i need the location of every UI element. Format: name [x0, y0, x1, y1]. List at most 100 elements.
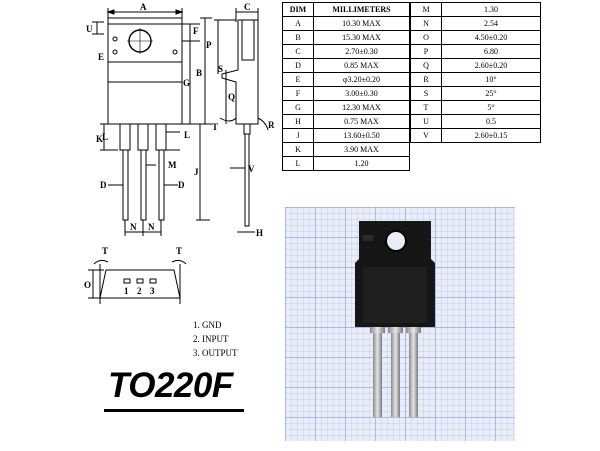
dimension-value: 3.90 MAX: [313, 142, 410, 157]
label-T-right: T: [176, 246, 182, 256]
dimension-value: 1.20: [313, 156, 410, 171]
dimension-symbol: F: [282, 86, 314, 101]
label-Q: Q: [228, 92, 235, 102]
dimension-symbol: C: [282, 44, 314, 59]
dimension-symbol: M: [410, 2, 442, 17]
dimension-symbol: U: [410, 114, 442, 129]
label-P: P: [206, 40, 212, 50]
pin-label-1: 1: [124, 286, 129, 296]
pin-3-description: 3. OUTPUT: [193, 348, 238, 358]
dimension-value: 0.75 MAX: [313, 114, 410, 129]
label-S: S: [218, 64, 223, 74]
dimension-symbol: R: [410, 72, 442, 87]
pin-label-3: 3: [150, 286, 155, 296]
label-F: F: [193, 26, 199, 36]
dimension-value: 2.54: [441, 16, 541, 31]
label-T-left: T: [102, 246, 108, 256]
pin-label-2: 2: [137, 286, 142, 296]
dimension-value: 4.50±0.20: [441, 30, 541, 45]
dimension-value: 2.60±0.15: [441, 128, 541, 143]
title-underline: [104, 409, 244, 412]
label-U: U: [86, 24, 93, 34]
label-R: R: [268, 120, 275, 130]
label-H: H: [256, 228, 263, 238]
dimension-symbol: K: [282, 142, 314, 157]
dimension-symbol: E: [282, 72, 314, 87]
dimension-value: 10.30 MAX: [313, 16, 410, 31]
label-T: T: [212, 122, 218, 132]
dimension-symbol: V: [410, 128, 442, 143]
dimension-value: 2.70±0.30: [313, 44, 410, 59]
dimension-symbol: G: [282, 100, 314, 115]
dimension-symbol: A: [282, 16, 314, 31]
label-L-left: L: [102, 132, 108, 142]
label-O: O: [84, 280, 91, 290]
dimension-symbol: B: [282, 30, 314, 45]
label-C: C: [244, 2, 251, 12]
millimeters-header: MILLIMETERS: [313, 2, 410, 17]
label-D-left: D: [100, 180, 107, 190]
label-D-right: D: [178, 180, 185, 190]
label-A: A: [140, 2, 147, 12]
front-view-drawing: A U E F G B K L L M D D J N N C P Q S T …: [86, 2, 275, 238]
dimension-value: 2.60±0.20: [441, 58, 541, 73]
dimension-symbol: O: [410, 30, 442, 45]
label-K: K: [96, 134, 103, 144]
label-L: L: [184, 130, 190, 140]
dimension-symbol: T: [410, 100, 442, 115]
label-B: B: [196, 68, 202, 78]
package-photo: [285, 207, 515, 441]
dimension-value: 12.30 MAX: [313, 100, 410, 115]
dimension-symbol: S: [410, 86, 442, 101]
dimension-value: φ3.20±0.20: [313, 72, 410, 87]
dimension-symbol: N: [410, 16, 442, 31]
dimension-value: 6.80: [441, 44, 541, 59]
label-E: E: [98, 52, 104, 62]
dimension-value: 13.60±0.50: [313, 128, 410, 143]
dimension-symbol: J: [282, 128, 314, 143]
label-N-2: N: [148, 222, 155, 232]
pinout-list: 1. GND 2. INPUT 3. OUTPUT: [193, 318, 238, 360]
dimension-value: 1.30: [441, 2, 541, 17]
dimension-value: 3.00±0.30: [313, 86, 410, 101]
dimension-value: 0.85 MAX: [313, 58, 410, 73]
dimension-symbol: P: [410, 44, 442, 59]
label-V: V: [248, 164, 255, 174]
dimension-value: 25°: [441, 86, 541, 101]
dimension-symbol: H: [282, 114, 314, 129]
dimension-value: 10°: [441, 72, 541, 87]
label-G: G: [183, 78, 190, 88]
dimension-value: 5°: [441, 100, 541, 115]
dimension-symbol: L: [282, 156, 314, 171]
dimension-value: 0.5: [441, 114, 541, 129]
label-J: J: [194, 167, 199, 177]
pin-2-description: 2. INPUT: [193, 334, 229, 344]
dim-header: DIM: [282, 2, 314, 17]
dimension-symbol: D: [282, 58, 314, 73]
label-N-1: N: [130, 222, 137, 232]
label-M: M: [168, 160, 177, 170]
